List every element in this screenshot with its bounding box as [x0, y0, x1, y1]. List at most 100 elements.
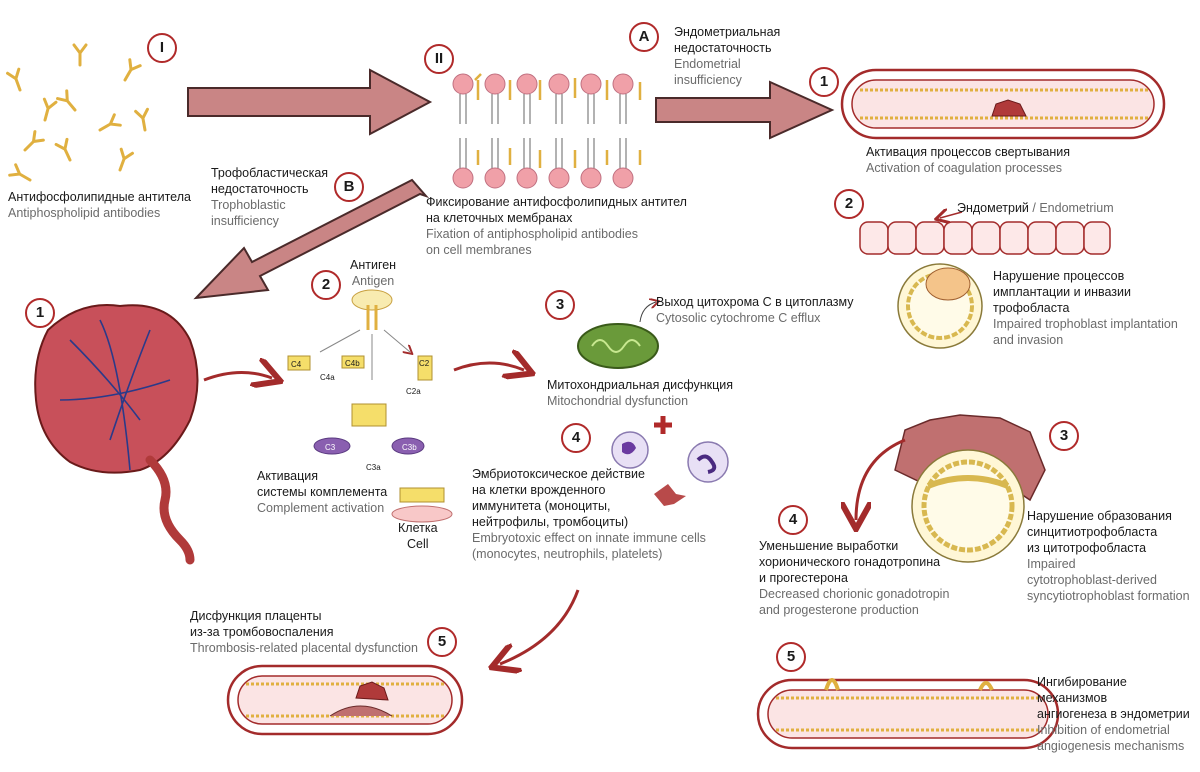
fixation-en2: on cell membranes: [426, 243, 532, 257]
label-complement: Активация системы комплемента Complement…: [257, 468, 387, 516]
badge-left-4: 4: [561, 423, 591, 453]
angio-en1: Inhibition of endometrial: [1037, 723, 1170, 737]
angio-ru1: Ингибирование механизмов: [1037, 675, 1127, 705]
badge-right-4: 4: [778, 505, 808, 535]
hcg-ru2: хорионического гонадотропина: [759, 555, 941, 569]
badge-i: I: [147, 33, 177, 63]
tag-c4b: C4b: [345, 359, 360, 368]
tag-c3a: C3a: [366, 463, 381, 472]
implant-ru2: имплантации и инвазии: [993, 285, 1131, 299]
tropho-insuf-ru2: недостаточность: [211, 182, 309, 196]
embryo-ru4: нейтрофилы, тромбоциты): [472, 515, 629, 529]
badge-a: A: [629, 22, 659, 52]
cell-en: Cell: [407, 537, 429, 551]
label-angiogenesis: Ингибирование механизмов ангиогенеза в э…: [1037, 674, 1200, 754]
cyto-ru: Выход цитохрома С в цитоплазму: [656, 295, 854, 309]
antigen-ru: Антиген: [350, 258, 397, 272]
label-endometrial-insufficiency: Эндометриальная недостаточность Endometr…: [674, 24, 780, 88]
placenta-ru2: из-за тромбовоспаления: [190, 625, 334, 639]
endometrium-pointer: [940, 212, 963, 218]
implant-ru1: Нарушение процессов: [993, 269, 1125, 283]
vessel-thrombosis: [226, 664, 464, 736]
tag-c3b: C3b: [402, 443, 417, 452]
arrow-to-trophoblastic: [193, 178, 430, 300]
immune-cells: [611, 416, 729, 506]
tag-c2a: C2a: [406, 387, 421, 396]
placenta: [34, 304, 199, 565]
badge-b: B: [334, 172, 364, 202]
hcg-ru3: и прогестерона: [759, 571, 848, 585]
label-placenta-dysfunction: Дисфункция плаценты из-за тромбовоспален…: [190, 608, 418, 656]
endo-insuf-ru2: недостаточность: [674, 41, 772, 55]
label-fixation: Фиксирование антифосфолипидных антител н…: [426, 194, 687, 258]
implant-en1: Impaired trophoblast implantation: [993, 317, 1178, 331]
syncytio-en3: syncytiotrophoblast formation: [1027, 589, 1190, 603]
syncytio-en1: Impaired: [1027, 557, 1076, 571]
embryo-en1: Embryotoxic effect on innate immune cell…: [472, 531, 706, 545]
blastocyst-syncytio: [894, 414, 1046, 563]
placenta-en: Thrombosis-related placental dysfunction: [190, 641, 418, 655]
syncytio-en2: cytotrophoblast-derived: [1027, 573, 1157, 587]
arrow-to-endometrial: [655, 80, 835, 140]
badge-left-5: 5: [427, 627, 457, 657]
hcg-en2: and progesterone production: [759, 603, 919, 617]
tropho-insuf-en2: insufficiency: [211, 214, 279, 228]
tag-c4a: C4a: [320, 373, 335, 382]
hcg-en1: Decreased chorionic gonadotropin: [759, 587, 950, 601]
coag-ru: Активация процессов свертывания: [866, 145, 1071, 159]
endometrium-sep: /: [1028, 201, 1040, 215]
fixation-ru1: Фиксирование антифосфолипидных антител: [426, 195, 687, 209]
label-antigen: Антиген Antigen: [350, 257, 396, 289]
syncytio-ru3: из цитотрофобласта: [1027, 541, 1147, 555]
embryo-en2: (monocytes, neutrophils, platelets): [472, 547, 663, 561]
label-antibodies: Антифосфолипидные антитела Antiphospholi…: [8, 189, 191, 221]
antibodies-en: Antiphospholipid antibodies: [8, 206, 161, 220]
label-hcg: Уменьшение выработки хорионического гона…: [759, 538, 949, 618]
arrow-i-to-ii: [187, 68, 433, 136]
cell-ru: Клетка: [398, 521, 438, 535]
fixation-ru2: на клеточных мембранах: [426, 211, 573, 225]
label-trophoblastic-insufficiency: Трофобластическая недостаточность Tropho…: [211, 165, 328, 229]
placenta-ru1: Дисфункция плаценты: [190, 609, 322, 623]
hcg-ru1: Уменьшение выработки: [759, 539, 899, 553]
tag-c3: C3: [325, 443, 336, 452]
badge-right-2: 2: [834, 189, 864, 219]
mito-ru: Митохондриальная дисфункция: [547, 378, 734, 392]
label-cytochrome: Выход цитохрома С в цитоплазму Cytosolic…: [656, 294, 853, 326]
arrow-complement-to-mito: [453, 363, 524, 370]
tag-c2: C2: [419, 359, 430, 368]
hcg-curve-arrow: [856, 438, 906, 520]
endo-insuf-en2: insufficiency: [674, 73, 742, 87]
angio-ru2: ангиогенеза в эндометрии: [1037, 707, 1190, 721]
antigen-en: Antigen: [351, 274, 395, 288]
implant-ru3: трофобласта: [993, 301, 1070, 315]
embryo-ru2: на клетки врожденного: [472, 483, 606, 497]
badge-right-3: 3: [1049, 421, 1079, 451]
mito-en: Mitochondrial dysfunction: [547, 394, 689, 408]
label-embryotoxic: Эмбриотоксическое действие на клетки вро…: [472, 466, 706, 562]
angio-en2: angiogenesis mechanisms: [1037, 739, 1185, 753]
endometrium-ru: Эндометрий: [957, 201, 1029, 215]
complement-ru1: Активация: [257, 469, 319, 483]
complement-ru2: системы комплемента: [257, 485, 388, 499]
label-mitochondria: Митохондриальная дисфункция Mitochondria…: [547, 377, 733, 409]
embryo-ru1: Эмбриотоксическое действие: [472, 467, 645, 481]
badge-left-3: 3: [545, 290, 575, 320]
endometrium-en: Endometrium: [1039, 201, 1114, 215]
complement-en: Complement activation: [257, 501, 385, 515]
arrow-immune-to-placenta: [500, 589, 580, 664]
endo-insuf-en1: Endometrial: [674, 57, 741, 71]
label-cell: Клетка Cell: [398, 520, 438, 552]
vessel-angiogenesis: [756, 678, 1060, 750]
cell-membrane: [452, 73, 642, 189]
coag-en: Activation of coagulation processes: [866, 161, 1062, 175]
badge-left-1: 1: [25, 298, 55, 328]
syncytio-ru1: Нарушение образования: [1027, 509, 1172, 523]
badge-right-5: 5: [776, 642, 806, 672]
cyto-en: Cytosolic cytochrome C efflux: [656, 311, 821, 325]
vessel-coagulation: [840, 68, 1166, 140]
syncytio-ru2: синцитиотрофобласта: [1027, 525, 1158, 539]
antibodies-ru: Антифосфолипидные антитела: [8, 190, 191, 204]
antibody-cluster: [6, 43, 153, 187]
